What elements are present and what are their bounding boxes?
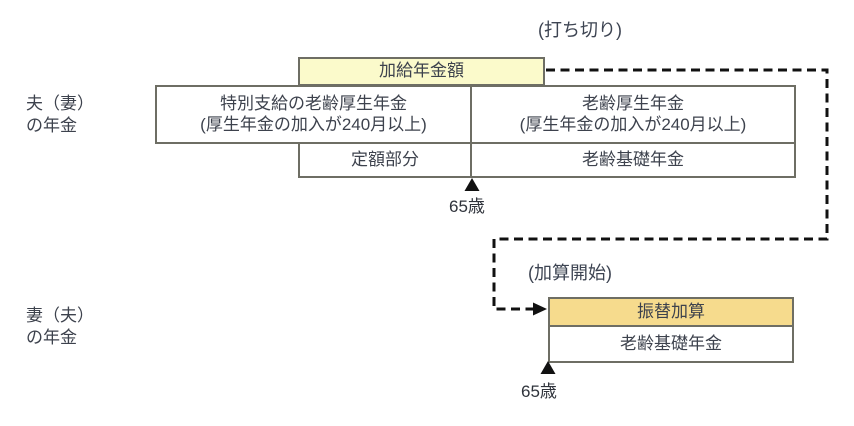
tokubetsu-shikyuu-box: 特別支給の老齢厚生年金 (厚生年金の加入が240月以上) (155, 85, 472, 144)
wife-kiso-nenkin-box: 老齢基礎年金 (548, 325, 794, 363)
tokubetsu-shikyuu-line2: (厚生年金の加入が240月以上) (200, 114, 427, 134)
wife-side-label-line2: の年金 (26, 328, 77, 348)
tokubetsu-shikyuu-line1: 特別支給の老齢厚生年金 (220, 93, 407, 113)
husband-side-label-line2: の年金 (26, 116, 77, 136)
connector-arrowhead-icon (533, 302, 547, 316)
husband-pension-side-label: 夫（妻） の年金 (26, 93, 94, 138)
husband-kiso-nenkin-label: 老齢基礎年金 (582, 149, 684, 169)
rourei-kousei-line1: 老齢厚生年金 (582, 93, 684, 113)
furikae-kasan-label: 振替加算 (637, 301, 705, 321)
wife-pension-side-label: 妻（夫） の年金 (26, 305, 94, 350)
teigaku-bubun-box: 定額部分 (298, 142, 472, 178)
husband-age-65-triangle-icon (464, 178, 480, 191)
kakyuu-nenkin-label: 加給年金額 (379, 61, 464, 81)
wife-side-label-line1: 妻（夫） (26, 306, 94, 325)
rourei-kousei-line2: (厚生年金の加入が240月以上) (519, 114, 747, 134)
husband-kiso-nenkin-box: 老齢基礎年金 (470, 142, 796, 178)
wife-age-65-label: 65歳 (521, 382, 557, 401)
addition-start-note: (加算開始) (528, 263, 612, 283)
husband-side-label-line1: 夫（妻） (26, 94, 94, 113)
husband-age-65-label: 65歳 (449, 197, 485, 216)
furikae-kasan-box: 振替加算 (548, 297, 794, 327)
cutoff-note: (打ち切り) (538, 20, 622, 40)
kakyuu-nenkin-box: 加給年金額 (298, 57, 545, 86)
wife-kiso-nenkin-label: 老齢基礎年金 (620, 333, 722, 353)
rourei-kousei-box: 老齢厚生年金 (厚生年金の加入が240月以上) (470, 85, 796, 144)
teigaku-bubun-label: 定額部分 (351, 149, 419, 169)
